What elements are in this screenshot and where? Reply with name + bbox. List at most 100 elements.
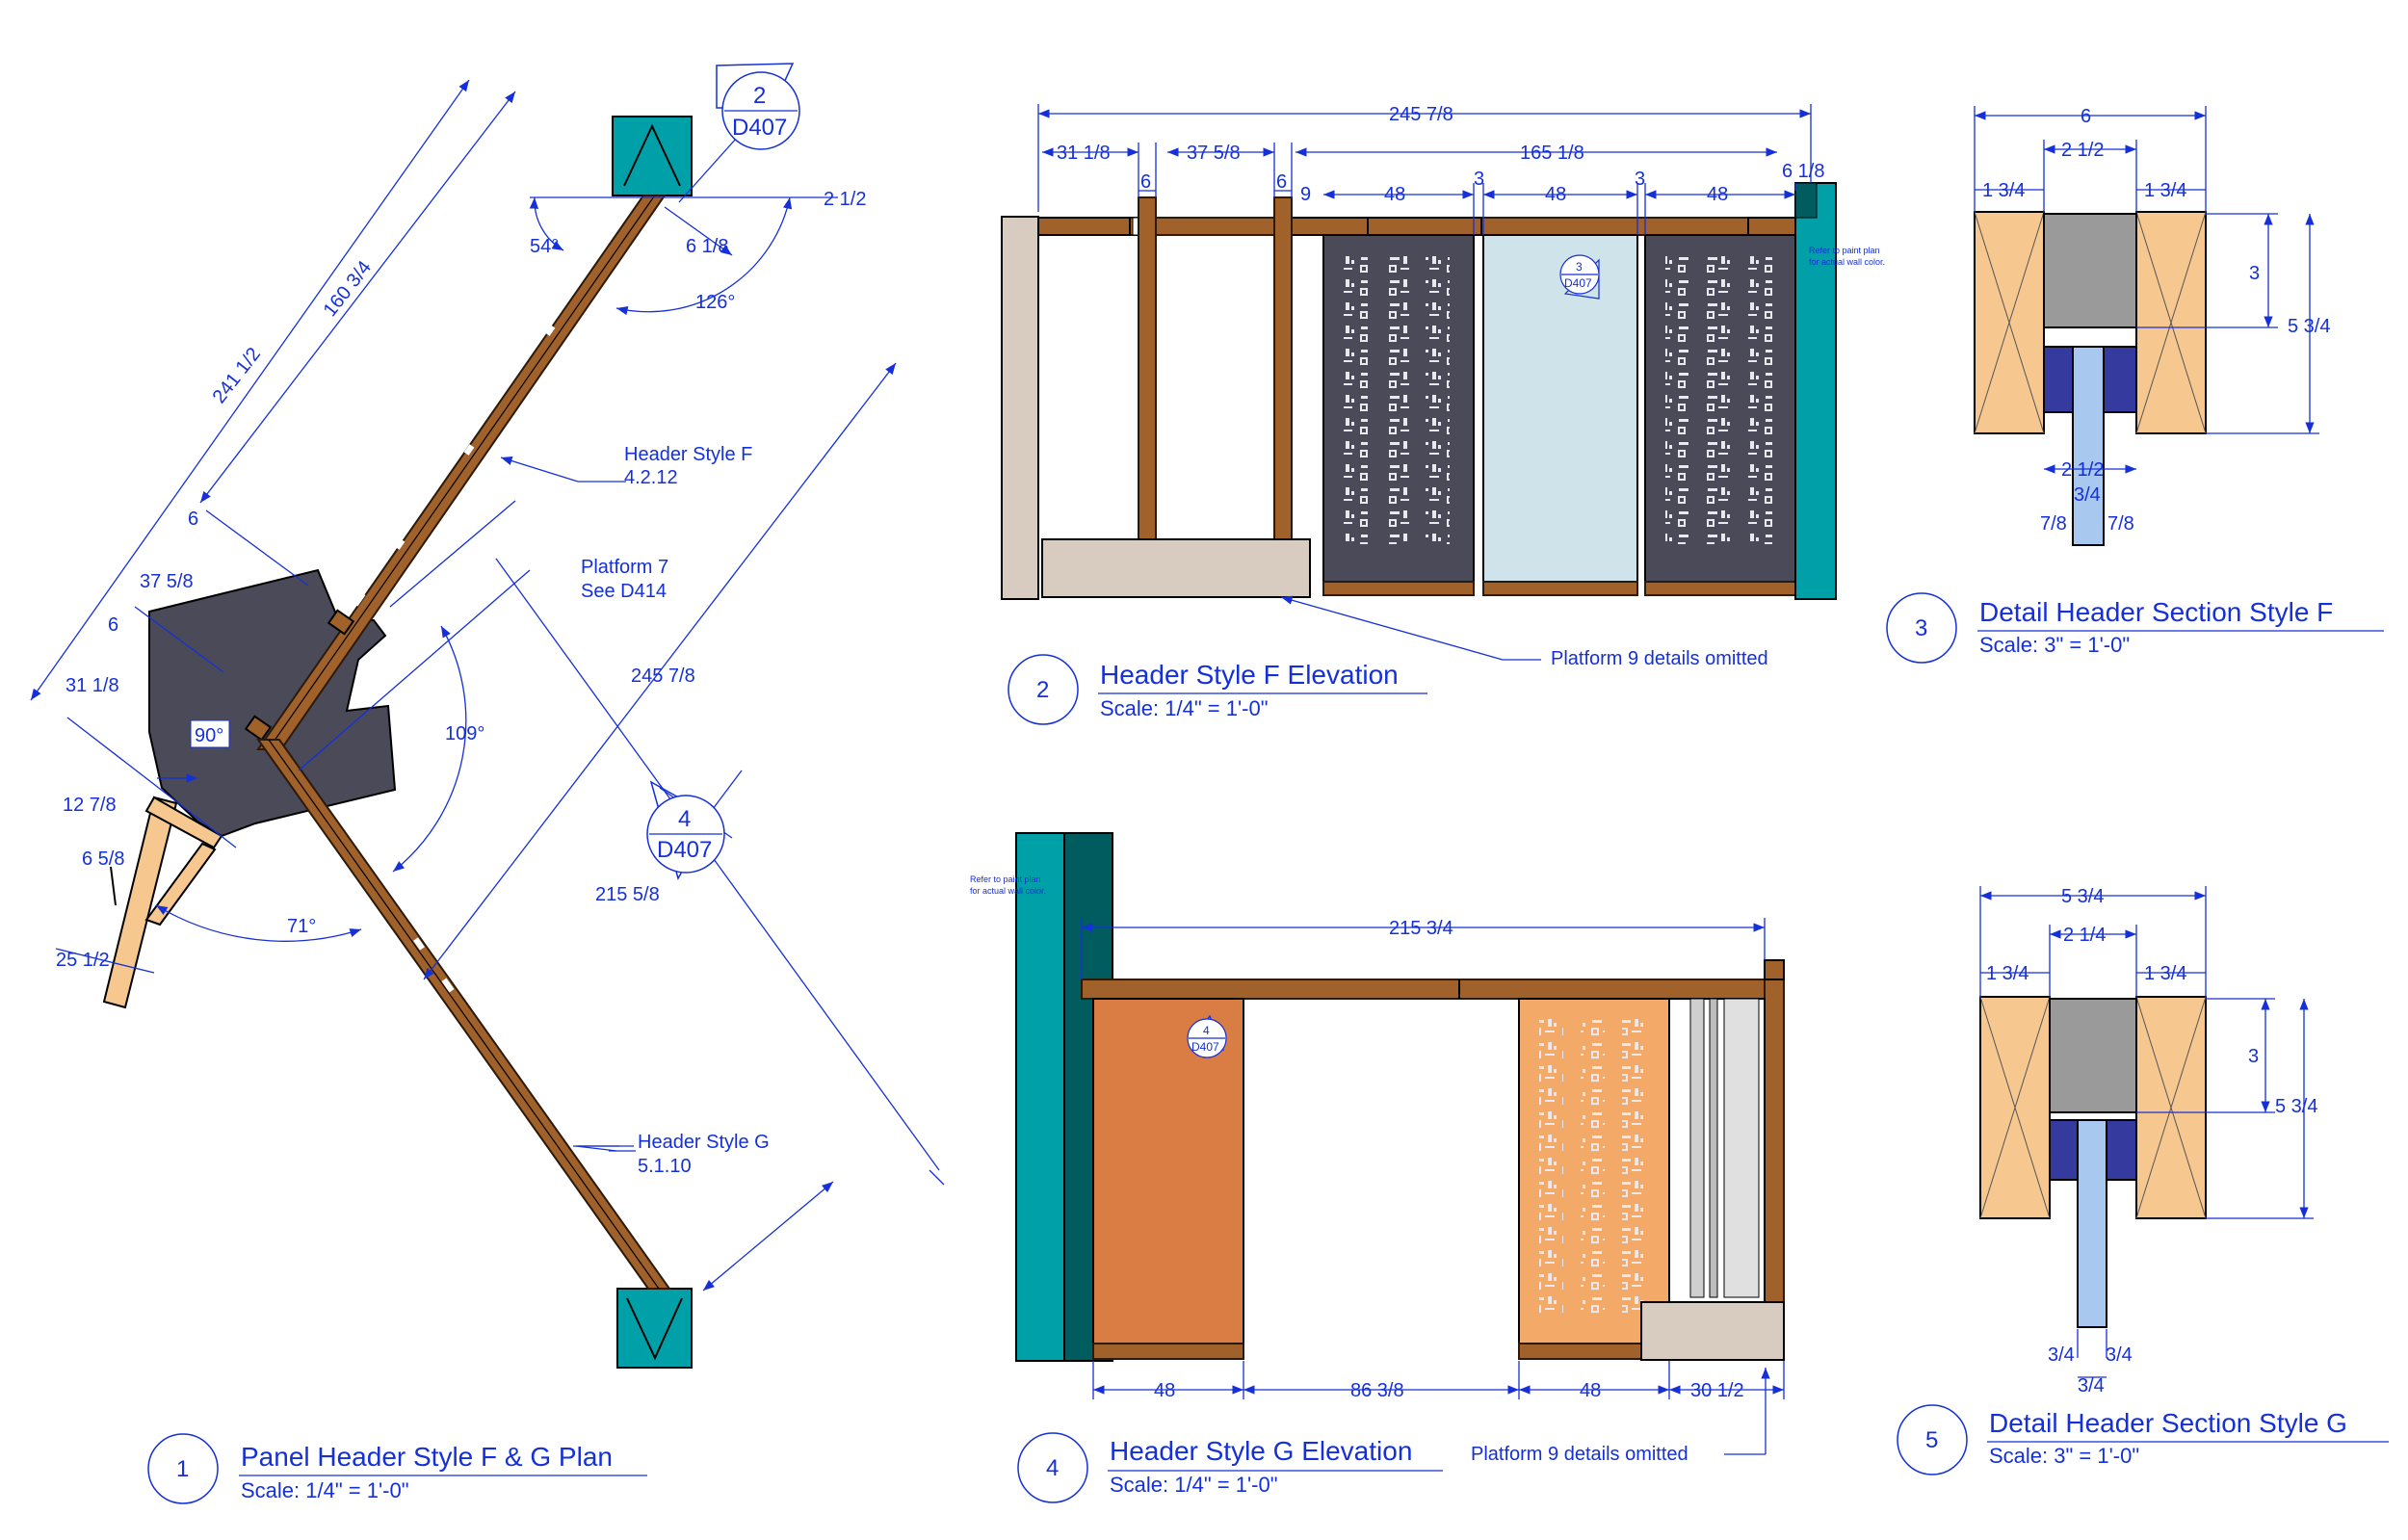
- plan-scale: Scale: 1/4" = 1'-0": [241, 1478, 409, 1502]
- elev-g-paint-note-1: Refer to paint plan: [970, 874, 1041, 884]
- elev-f-dim-6-a: 6: [1140, 171, 1151, 193]
- angle-54: 54°: [530, 236, 559, 257]
- elev-f-title-block: 2 Header Style F Elevation Scale: 1/4" =…: [1008, 654, 1427, 725]
- header-g-end-post: [1764, 959, 1785, 1361]
- detail-f-title: Detail Header Section Style F: [1979, 597, 2333, 627]
- glyph-panel-2: [1644, 234, 1796, 596]
- detail-f-view-number: 3: [1915, 615, 1927, 641]
- elev-f-dim-3-a: 3: [1474, 169, 1484, 190]
- plan-title-block: 1 Panel Header Style F & G Plan Scale: 1…: [147, 1433, 647, 1504]
- note-header-style-g-ref: 5.1.10: [638, 1156, 692, 1177]
- angle-71: 71°: [287, 916, 316, 937]
- svg-text:4: 4: [678, 806, 691, 832]
- teal-column-top: [612, 116, 693, 196]
- plan-dimension-lines: [30, 63, 945, 1292]
- detail-g-dimension-lines: [1979, 886, 2314, 1378]
- elev-f-title: Header Style F Elevation: [1100, 660, 1399, 690]
- dim-6-b: 6: [108, 614, 118, 636]
- elev-f-dim-37-5-8: 37 5/8: [1187, 143, 1241, 164]
- note-platform-7-ref: See D414: [581, 581, 667, 602]
- detail-f-steel-core: [2043, 213, 2137, 328]
- plan-title: Panel Header Style F & G Plan: [241, 1442, 613, 1472]
- plan-view: 160 3/4 241 1/2 2 1/2 6 1/8 54° 126° 6 3…: [30, 63, 945, 1504]
- detail-g-view-number: 5: [1925, 1427, 1938, 1453]
- detail-g-dim-1-3-4-left: 1 3/4: [1986, 963, 2028, 984]
- detail-f-dim-2-1-2-bottom: 2 1/2: [2061, 459, 2104, 481]
- elev-f-dim-6-1-8: 6 1/8: [1782, 161, 1824, 182]
- elev-g-scale: Scale: 1/4" = 1'-0": [1110, 1473, 1278, 1497]
- header-g-beam: [256, 739, 671, 1290]
- detail-g-dim-1-3-4-right: 1 3/4: [2144, 963, 2186, 984]
- elev-f-dim-48-a: 48: [1384, 184, 1405, 205]
- detail-f-dim-5-3-4: 5 3/4: [2288, 316, 2330, 337]
- elev-f-dim-48-c: 48: [1707, 184, 1728, 205]
- elev-f-dim-9: 9: [1300, 184, 1311, 205]
- detail-f-dim-3-4: 3/4: [2074, 484, 2101, 506]
- svg-text:4: 4: [1203, 1024, 1210, 1037]
- elev-g-callout-4: 4 D407: [1187, 1014, 1227, 1058]
- dim-6-5-8: 6 5/8: [82, 848, 124, 870]
- dim-241-1-2: 241 1/2: [209, 344, 265, 407]
- note-platform-7: Platform 7: [581, 557, 668, 578]
- detail-g-dim-3-4-right: 3/4: [2106, 1344, 2133, 1366]
- elev-f-view: Refer to paint plan for actual wall colo…: [1001, 104, 1885, 725]
- svg-text:D407: D407: [657, 837, 712, 863]
- note-header-style-f: Header Style F: [624, 444, 752, 465]
- elev-g-view: Refer to paint plan for actual wall colo…: [970, 832, 1785, 1503]
- elev-g-title: Header Style G Elevation: [1110, 1436, 1412, 1466]
- angle-109: 109°: [445, 723, 484, 744]
- teal-wall-f: [1794, 182, 1837, 600]
- detail-g-dim-2-1-4: 2 1/4: [2063, 925, 2106, 946]
- angle-126: 126°: [695, 292, 735, 313]
- detail-f-view: 6 2 1/2 1 3/4 1 3/4 3 5 3/4 2 1/2 3/4 7/…: [1886, 106, 2384, 664]
- elev-g-omit-note: Platform 9 details omitted: [1471, 1444, 1688, 1465]
- detail-f-title-block: 3 Detail Header Section Style F Scale: 3…: [1886, 592, 2384, 664]
- elev-g-dim-overall-text: 215 3/4: [1389, 918, 1453, 939]
- elev-f-dimension-lines: [1037, 104, 1812, 661]
- dim-37-5-8: 37 5/8: [140, 571, 194, 592]
- detail-g-scale: Scale: 3" = 1'-0": [1989, 1444, 2139, 1468]
- detail-f-dim-2-1-2-top: 2 1/2: [2061, 140, 2104, 161]
- dim-25-1-2: 25 1/2: [56, 950, 110, 971]
- dim-6-1-8: 6 1/8: [686, 236, 728, 257]
- gray-stripe-panel: [1640, 998, 1785, 1361]
- detail-f-dim-7-8-left: 7/8: [2040, 513, 2067, 535]
- detail-g-title: Detail Header Section Style G: [1989, 1408, 2347, 1438]
- detail-f-dim-1-3-4-right: 1 3/4: [2144, 180, 2186, 201]
- svg-text:3: 3: [1576, 260, 1583, 274]
- elev-f-dim-31-1-8: 31 1/8: [1057, 143, 1111, 164]
- elev-f-dim-6-b: 6: [1276, 171, 1287, 193]
- elev-g-view-number: 4: [1046, 1455, 1059, 1481]
- detail-g-dim-5-3-4-side: 5 3/4: [2275, 1096, 2317, 1117]
- svg-text:D407: D407: [1564, 276, 1592, 290]
- plan-view-number: 1: [176, 1456, 189, 1482]
- elev-g-title-block: 4 Header Style G Elevation Scale: 1/4" =…: [1017, 1432, 1443, 1503]
- elev-f-omit-note: Platform 9 details omitted: [1551, 648, 1768, 669]
- plank-frame: [102, 796, 223, 1009]
- plan-callout-4: 4 D407: [646, 780, 725, 880]
- detail-g-dim-3-4-left: 3/4: [2048, 1344, 2075, 1366]
- elev-f-dim-overall: 245 7/8: [1389, 104, 1453, 125]
- teal-column-bottom: [616, 1288, 693, 1369]
- detail-f-bar: [2072, 346, 2105, 546]
- elev-g-dimension-lines: [1081, 918, 1785, 1455]
- elev-f-dim-3-b: 3: [1635, 169, 1645, 190]
- orange-panel: [1092, 998, 1244, 1360]
- elev-f-dim-165-1-8: 165 1/8: [1520, 143, 1584, 164]
- stone-pillar: [1001, 216, 1039, 600]
- post-2: [1273, 196, 1293, 543]
- detail-g-dim-3-4-bottom: 3/4: [2078, 1375, 2105, 1396]
- dim-12-7-8: 12 7/8: [63, 795, 117, 816]
- elev-g-dim-30-1-2: 30 1/2: [1690, 1380, 1744, 1401]
- plan-callout-2: 2 D407: [721, 71, 800, 150]
- glyph-panel-1: [1322, 234, 1475, 596]
- glass-panel: [1482, 234, 1638, 596]
- detail-f-scale: Scale: 3" = 1'-0": [1979, 633, 2130, 657]
- post-1: [1138, 196, 1157, 543]
- elev-f-paint-note-1: Refer to paint plan: [1809, 246, 1880, 255]
- elev-f-dim-48-b: 48: [1545, 184, 1566, 205]
- angle-90: 90°: [195, 725, 223, 746]
- note-header-style-g: Header Style G: [638, 1132, 770, 1153]
- dim-31-1-8: 31 1/8: [65, 675, 119, 696]
